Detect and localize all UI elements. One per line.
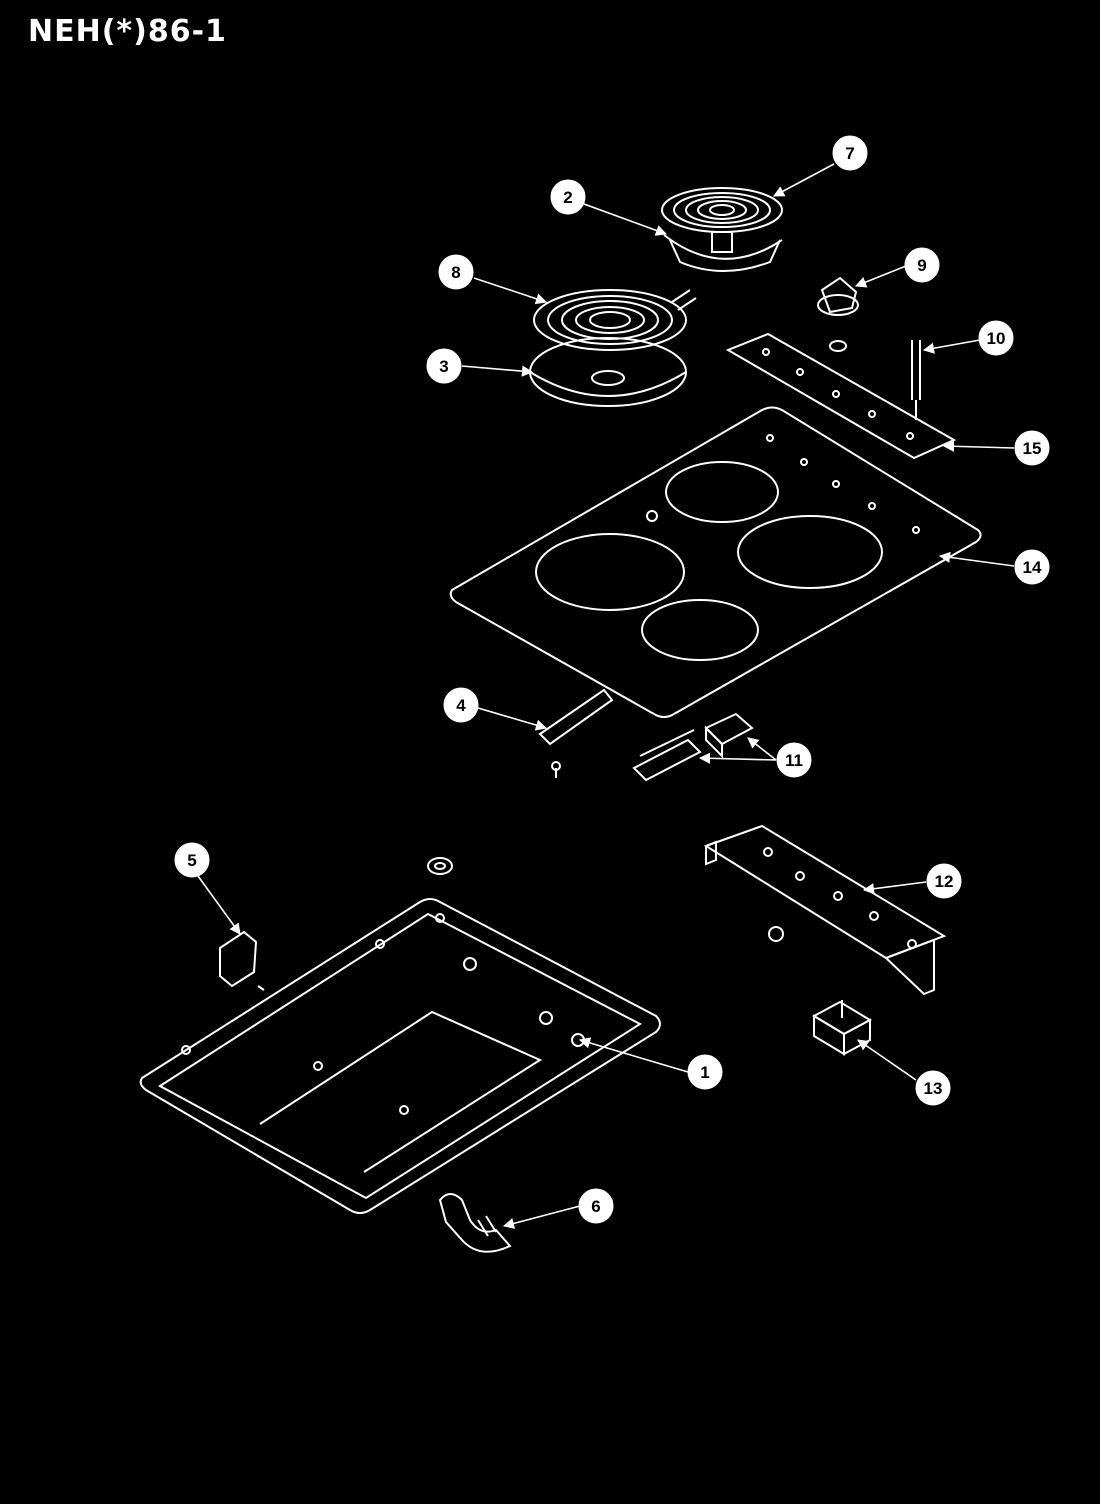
- control-panel-strip: [725, 332, 957, 460]
- control-knob: [817, 276, 859, 352]
- callout-9-label: 9: [917, 256, 926, 275]
- burner-box-pan: [139, 898, 661, 1214]
- callout-11: 11: [776, 742, 812, 778]
- callout-12-label: 12: [935, 872, 954, 891]
- callout-9: 9: [904, 247, 940, 283]
- callout-14: 14: [1014, 549, 1050, 585]
- callout-2: 2: [550, 179, 586, 215]
- callout-8: 8: [438, 254, 474, 290]
- callout-7-label: 7: [845, 144, 854, 163]
- callout-5: 5: [174, 842, 210, 878]
- switch-rod: [911, 340, 921, 420]
- large-drip-bowl: [529, 337, 687, 407]
- callout-14-label: 14: [1023, 558, 1042, 577]
- callout-6: 6: [578, 1188, 614, 1224]
- hinge-bracket: [219, 930, 265, 991]
- hex-nut: [427, 857, 453, 875]
- callout-8-label: 8: [451, 263, 460, 282]
- callout-10-label: 10: [987, 329, 1006, 348]
- callout-2-label: 2: [563, 188, 572, 207]
- callout-13: 13: [915, 1070, 951, 1106]
- callout-6-label: 6: [591, 1197, 600, 1216]
- callout-3: 3: [426, 348, 462, 384]
- infinite-switch: [811, 1000, 873, 1056]
- diagram-title: NEH(*)86-1: [28, 14, 227, 49]
- mounting-bracket: [703, 824, 947, 996]
- cooktop-top-panel: [449, 406, 982, 718]
- callout-10: 10: [978, 320, 1014, 356]
- elbow-fitting: [438, 1193, 512, 1253]
- small-drip-bowl: [663, 234, 783, 272]
- callout-15-label: 15: [1023, 439, 1042, 458]
- callouts: 7 2 8 3 9 10 15 14: [174, 135, 1050, 1224]
- leader-lines: [197, 163, 1015, 1229]
- element-terminal-bar: [538, 688, 614, 778]
- callout-1-label: 1: [700, 1063, 709, 1082]
- callout-12: 12: [926, 863, 962, 899]
- large-coil-element: [533, 289, 697, 351]
- small-coil-element: [661, 187, 783, 253]
- callout-4: 4: [443, 687, 479, 723]
- callout-11-label: 11: [785, 751, 803, 770]
- callout-15: 15: [1014, 430, 1050, 466]
- callout-4-label: 4: [456, 696, 466, 715]
- callout-7: 7: [832, 135, 868, 171]
- element-receptacle: [632, 712, 754, 782]
- callout-5-label: 5: [187, 851, 196, 870]
- callout-1: 1: [687, 1054, 723, 1090]
- callout-13-label: 13: [924, 1079, 943, 1098]
- callout-3-label: 3: [439, 357, 448, 376]
